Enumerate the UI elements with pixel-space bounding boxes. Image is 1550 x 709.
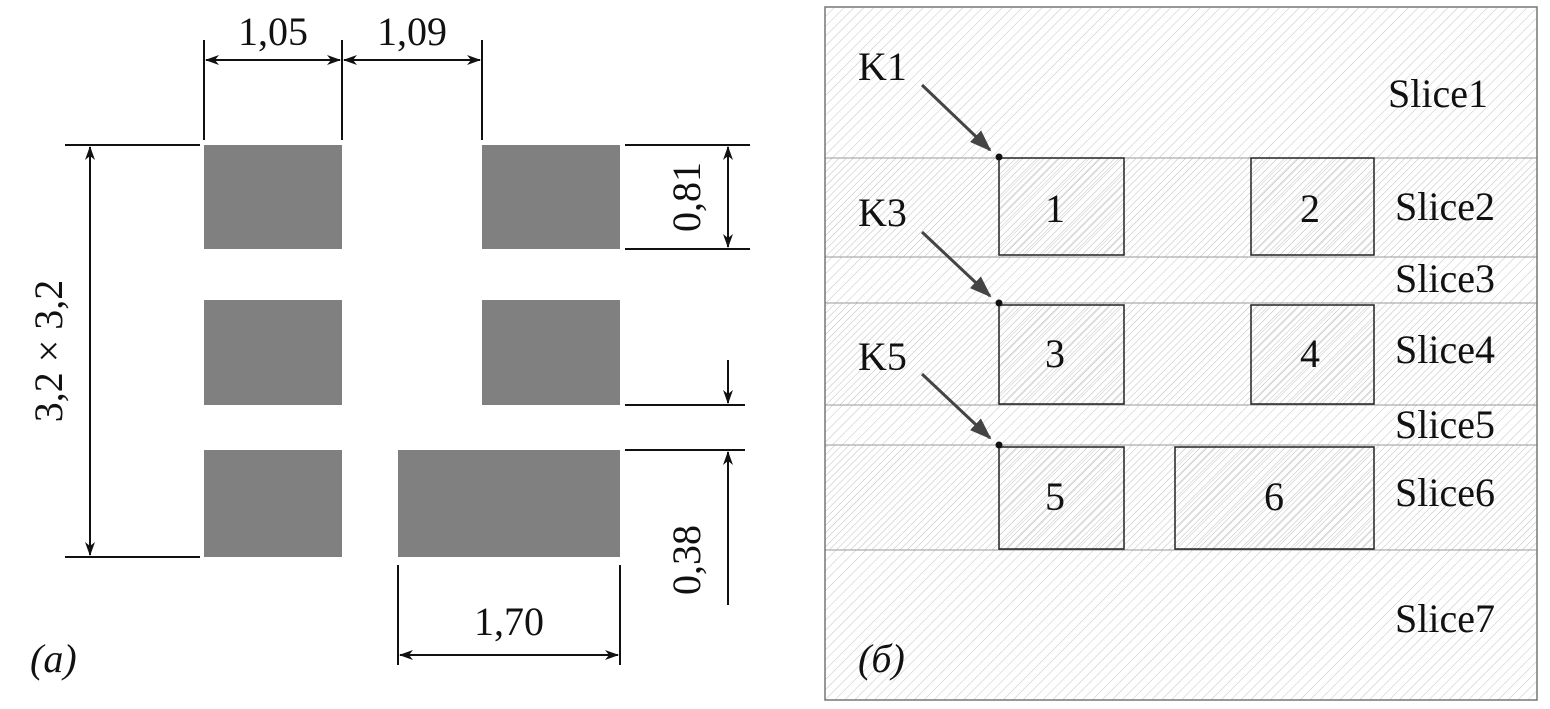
keypoint-dots xyxy=(995,153,1003,449)
slice-band-3 xyxy=(824,256,1538,304)
slice-band-4 xyxy=(824,302,1538,406)
pad xyxy=(204,145,342,249)
pad-4 xyxy=(1250,304,1375,405)
keypoint-dot-k1 xyxy=(995,153,1003,161)
pad-5 xyxy=(998,446,1125,550)
panel-b-border xyxy=(824,6,1538,701)
keypoint-label-k1: K1 xyxy=(858,44,907,89)
slice-label-6: Slice6 xyxy=(1395,470,1495,515)
caption-a: (a) xyxy=(30,636,77,681)
dim-gap: 1,09 xyxy=(377,9,447,54)
slice-label-7: Slice7 xyxy=(1395,596,1495,641)
dim-package: 3,2 × 3,2 xyxy=(26,280,71,423)
dim-wide-pad: 1,70 xyxy=(474,599,544,644)
dim-pad-width: 1,05 xyxy=(238,9,308,54)
pad-label-2: 2 xyxy=(1300,186,1320,231)
pad-label-3: 3 xyxy=(1045,331,1065,376)
pad-label-6: 6 xyxy=(1264,474,1284,519)
pad-1 xyxy=(998,157,1125,256)
caption-b: (б) xyxy=(858,636,905,681)
pad xyxy=(482,145,620,249)
keypoint-dot-k5 xyxy=(995,441,1003,449)
slice-label-5: Slice5 xyxy=(1395,402,1495,447)
pad-label-5: 5 xyxy=(1045,474,1065,519)
pad xyxy=(204,300,342,405)
panel-b-pads xyxy=(998,157,1375,550)
pad xyxy=(482,300,620,405)
dim-pad-height: 0,81 xyxy=(664,162,709,232)
slice-label-4: Slice4 xyxy=(1395,327,1495,372)
pad xyxy=(204,450,342,557)
pad-2 xyxy=(1250,157,1375,256)
keypoint-dot-k3 xyxy=(995,299,1003,307)
keypoint-label-k3: K3 xyxy=(858,190,907,235)
slice-label-1: Slice1 xyxy=(1388,71,1488,116)
slice-band-2 xyxy=(824,157,1538,258)
keypoint-label-k5: K5 xyxy=(858,334,907,379)
slice-band-1 xyxy=(824,6,1538,159)
pad-wide xyxy=(398,450,620,557)
slice-label-2: Slice2 xyxy=(1395,184,1495,229)
pad-label-1: 1 xyxy=(1045,186,1065,231)
dim-pad-spacing: 0,38 xyxy=(664,525,709,595)
pad-label-4: 4 xyxy=(1300,331,1320,376)
panel-a-footprint xyxy=(204,145,620,557)
pad-3 xyxy=(998,304,1125,405)
dimension-lines xyxy=(65,40,750,665)
slice-band-7 xyxy=(824,549,1538,701)
pad-6 xyxy=(1174,446,1375,550)
keypoint-arrows xyxy=(920,83,992,440)
slice-label-3: Slice3 xyxy=(1395,256,1495,301)
